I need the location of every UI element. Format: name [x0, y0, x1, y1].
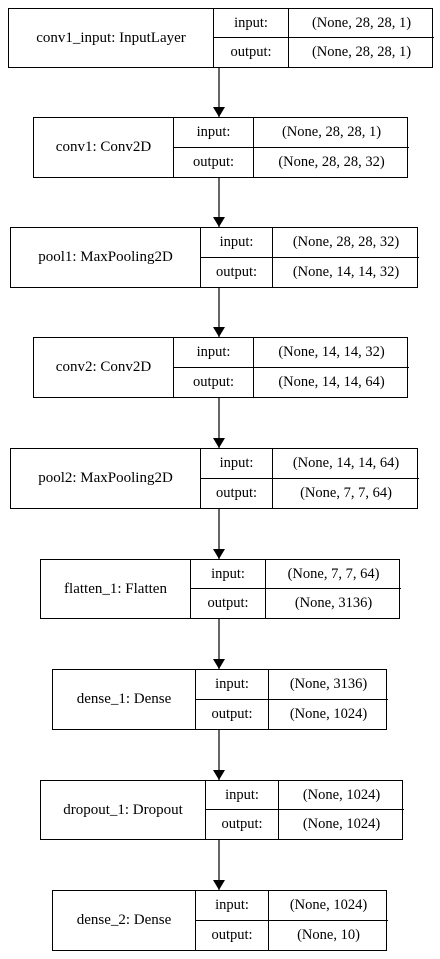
input-shape: (None, 3136) [269, 670, 388, 700]
output-shape: (None, 14, 14, 64) [278, 373, 385, 390]
output-label: output: [191, 589, 266, 618]
layer-name: conv1: Conv2D [34, 118, 174, 177]
layer-name: flatten_1: Flatten [41, 560, 191, 618]
output-shape: (None, 1024) [302, 816, 381, 832]
layer-name: dropout_1: Dropout [41, 781, 206, 839]
output-label: output: [214, 38, 289, 67]
output-shape: (None, 1024) [289, 705, 368, 722]
layer-name: pool1: MaxPooling2D [11, 228, 201, 287]
input-shape: (None, 28, 28, 1) [289, 9, 434, 38]
layer-name: pool2: MaxPooling2D [11, 449, 201, 508]
output-shape: (None, 3136) [294, 595, 373, 611]
input-label: input: [196, 670, 269, 700]
output-label: output: [201, 478, 273, 508]
input-label: input: [191, 560, 266, 589]
layer-name: conv2: Conv2D [34, 338, 174, 397]
input-label: input: [206, 781, 279, 810]
output-label: output: [206, 810, 279, 839]
output-shape: (None, 14, 14, 32) [292, 263, 400, 280]
input-label: input: [196, 891, 269, 921]
output-shape: (None, 7, 7, 64) [300, 484, 392, 501]
output-label: output: [196, 699, 269, 729]
output-label: output: [201, 257, 273, 287]
output-label: output: [196, 920, 269, 950]
output-shape: (None, 10) [297, 926, 360, 943]
output-label: output: [174, 367, 254, 397]
input-label: input: [174, 338, 254, 368]
layer-name: dense_2: Dense [53, 891, 196, 950]
input-label: input: [201, 449, 273, 479]
output-shape: (None, 28, 28, 1) [311, 44, 412, 60]
layer-name: dense_1: Dense [53, 670, 196, 729]
input-shape: (None, 14, 14, 64) [273, 449, 419, 479]
input-shape: (None, 1024) [269, 891, 388, 921]
input-label: input: [174, 118, 254, 148]
input-shape: (None, 1024) [279, 781, 404, 810]
output-shape: (None, 28, 28, 32) [278, 153, 385, 170]
input-shape: (None, 14, 14, 32) [254, 338, 409, 368]
input-label: input: [214, 9, 289, 38]
input-label: input: [201, 228, 273, 258]
layer-name: conv1_input: InputLayer [9, 9, 214, 67]
input-shape: (None, 28, 28, 32) [273, 228, 419, 258]
input-shape: (None, 7, 7, 64) [266, 560, 401, 589]
input-shape: (None, 28, 28, 1) [254, 118, 409, 148]
output-label: output: [174, 147, 254, 177]
